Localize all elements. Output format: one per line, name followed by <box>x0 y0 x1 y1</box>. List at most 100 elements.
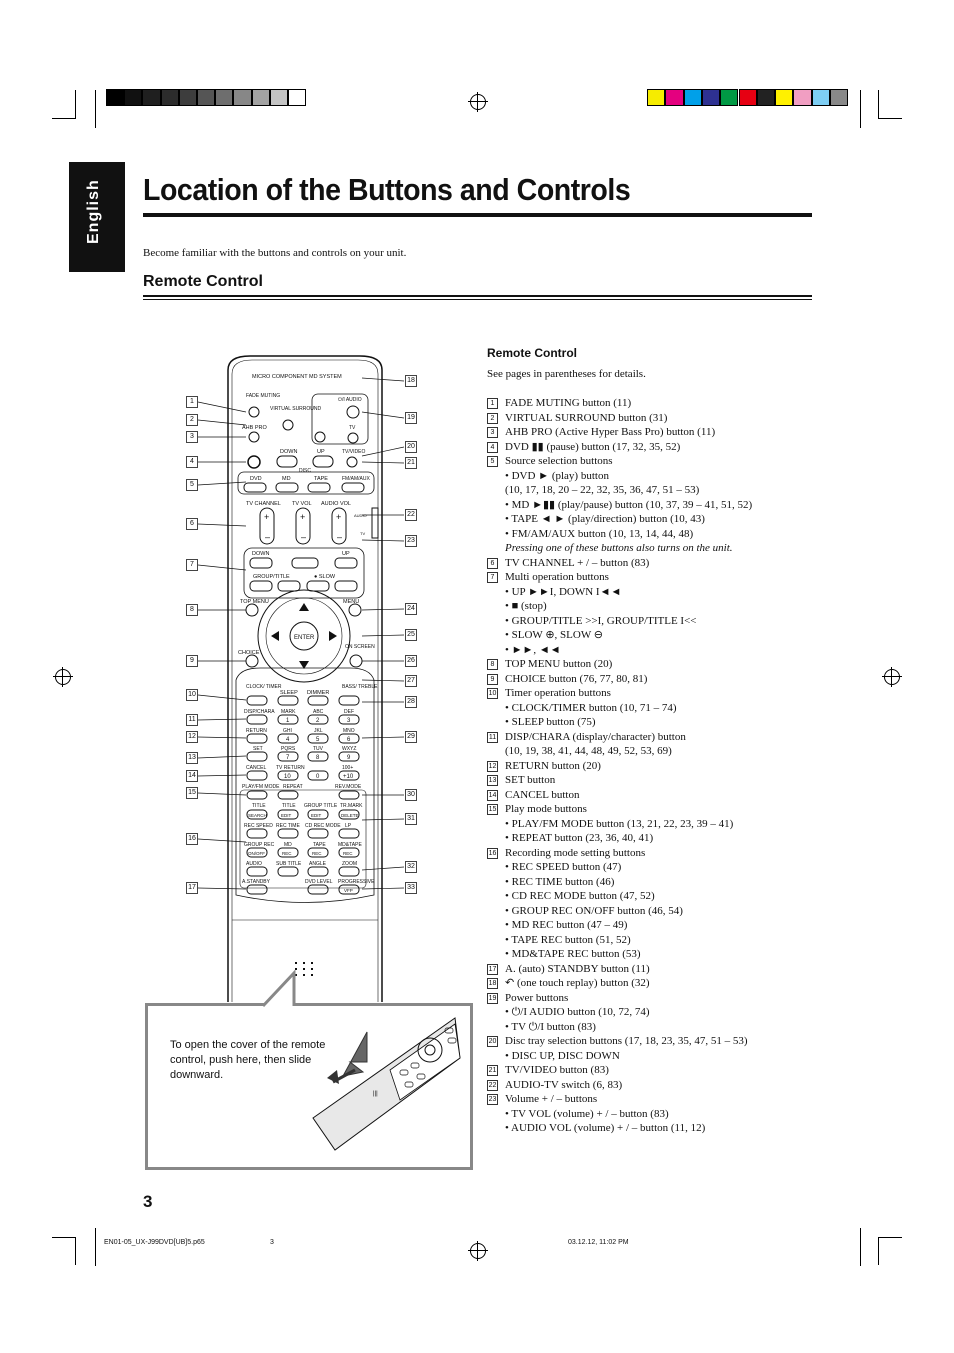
up-skip-button[interactable] <box>334 557 358 569</box>
down-skip-button[interactable] <box>249 557 273 569</box>
a-standby-button[interactable] <box>246 884 268 895</box>
language-tab: English <box>69 162 125 272</box>
rev-mode-button[interactable] <box>338 790 360 800</box>
set-button[interactable] <box>246 751 268 762</box>
edit-button[interactable] <box>277 809 299 820</box>
edit-label: EDIT <box>281 813 292 818</box>
list-item: • SLEEP button (75) <box>487 715 807 730</box>
slow-minus-button[interactable] <box>306 580 330 592</box>
tv-power-button[interactable] <box>347 432 359 444</box>
audio-vol-button[interactable] <box>331 507 347 545</box>
dimmer-button[interactable] <box>307 695 329 706</box>
cd-rec-mode-button[interactable] <box>307 828 329 839</box>
md-rec-button[interactable] <box>277 847 299 858</box>
group-rec-button[interactable] <box>246 847 268 858</box>
slow-label: ● SLOW <box>314 574 336 580</box>
dvd-play-button[interactable] <box>243 482 267 493</box>
key-3-label: 3 <box>347 718 351 724</box>
disp-chara-button[interactable] <box>246 714 268 725</box>
disc-down-button[interactable] <box>276 455 298 468</box>
key-1-button[interactable] <box>277 714 299 725</box>
fade-muting-button[interactable] <box>248 406 260 418</box>
tape-play-button[interactable] <box>307 482 331 493</box>
key-2-button[interactable] <box>307 714 329 725</box>
clock-timer-button[interactable] <box>246 695 268 706</box>
key-6-label: 6 <box>347 737 351 743</box>
audio-button[interactable] <box>246 866 268 877</box>
tape-rec-button[interactable] <box>307 847 329 858</box>
on-screen-button[interactable] <box>349 654 363 668</box>
key-3-button[interactable] <box>338 714 360 725</box>
disc-up-button[interactable] <box>312 455 334 468</box>
item-text: TV CHANNEL + / – button (83) <box>505 556 650 569</box>
key-7-button[interactable] <box>277 751 299 762</box>
slow-plus-button[interactable] <box>334 580 358 592</box>
dvd-pause-button[interactable] <box>247 455 261 469</box>
menu-button[interactable] <box>348 603 362 617</box>
bass-treble-button[interactable] <box>338 695 360 706</box>
dimmer-label: DIMMER <box>307 690 329 696</box>
item-number-badge: 19 <box>487 992 498 1004</box>
list-item: (10, 19, 38, 41, 44, 48, 49, 52, 53, 69) <box>487 744 807 759</box>
audio-power-button[interactable] <box>346 405 360 419</box>
callout-number: 12 <box>186 731 198 743</box>
list-item: • CD REC MODE button (47, 52) <box>487 889 807 904</box>
tv-channel-button[interactable] <box>259 507 275 545</box>
crop-mark <box>860 1228 861 1266</box>
virtual-surround-button[interactable] <box>282 419 294 431</box>
angle-button[interactable] <box>307 866 329 877</box>
tv-vol-button[interactable] <box>295 507 311 545</box>
tv-video-button[interactable] <box>346 456 358 468</box>
choice-button[interactable] <box>245 654 259 668</box>
crop-mark <box>860 90 861 128</box>
list-item: (10, 17, 18, 20 – 22, 32, 35, 36, 47, 51… <box>487 483 807 498</box>
md-tape-rec-button[interactable] <box>338 847 360 858</box>
fm-am-aux-button[interactable] <box>341 482 365 493</box>
enter-button[interactable] <box>289 621 319 651</box>
key-8-button[interactable] <box>307 751 329 762</box>
page-title: Location of the Buttons and Controls <box>143 172 631 207</box>
key-10-label: 10 <box>284 774 291 780</box>
disc-down-label: DOWN <box>280 449 297 455</box>
group-title-next-button[interactable] <box>277 580 301 592</box>
zoom-button[interactable] <box>338 866 360 877</box>
stop-button[interactable] <box>291 557 319 569</box>
item-text: RETURN button (20) <box>505 759 601 772</box>
item-text: TV/VIDEO button (83) <box>505 1064 609 1076</box>
top-menu-button[interactable] <box>245 603 259 617</box>
edit2-button[interactable] <box>307 809 329 820</box>
rev-mode-label: REV.MODE <box>335 784 362 790</box>
return-button[interactable] <box>246 733 268 744</box>
md-play-button[interactable] <box>275 482 299 493</box>
lp-button[interactable] <box>338 828 360 839</box>
key-4-button[interactable] <box>277 733 299 744</box>
ghi-label: GHI <box>283 728 292 734</box>
key-0-button[interactable] <box>307 770 329 781</box>
one-touch-replay-button[interactable] <box>314 431 326 443</box>
subtitle-button[interactable] <box>277 866 299 877</box>
cursor-ring[interactable] <box>257 589 351 683</box>
repeat-button[interactable] <box>277 790 299 800</box>
callout-number: 24 <box>405 603 417 615</box>
search-button[interactable] <box>246 809 268 820</box>
rec-time-button[interactable] <box>277 828 299 839</box>
group-title-back-button[interactable] <box>249 580 273 592</box>
rec1-label: REC <box>282 851 292 856</box>
vfp-button[interactable] <box>338 884 360 895</box>
rec-speed-button[interactable] <box>246 828 268 839</box>
key-5-button[interactable] <box>307 733 329 744</box>
svg-text:+: + <box>336 512 341 522</box>
key-plus10-button[interactable] <box>338 770 360 781</box>
cancel-button[interactable] <box>246 770 268 781</box>
key-10-button[interactable] <box>277 770 299 781</box>
key-9-button[interactable] <box>338 751 360 762</box>
dvd-level-button[interactable] <box>307 884 329 895</box>
key-6-button[interactable] <box>338 733 360 744</box>
ahb-pro-button[interactable] <box>248 431 260 443</box>
play-fm-mode-button[interactable] <box>246 790 268 800</box>
sleep-button[interactable] <box>277 695 299 706</box>
audio-tv-switch[interactable] <box>371 507 379 539</box>
item-text: AHB PRO (Active Hyper Bass Pro) button (… <box>505 426 716 438</box>
delete-button[interactable] <box>338 809 360 820</box>
